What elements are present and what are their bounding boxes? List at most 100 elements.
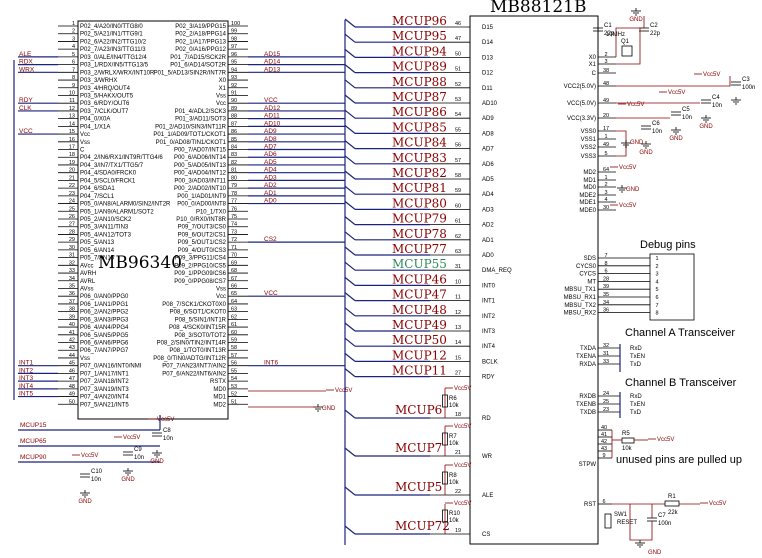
rst-label: RST <box>584 502 596 508</box>
debug-pinnum-6: 6 <box>604 269 607 275</box>
mcu-right-pinnum-66: 66 <box>231 283 237 289</box>
ctrl-left-pinnum-11: 11 <box>455 295 461 301</box>
ctrl-left-pinnum-31: 31 <box>455 264 461 270</box>
ctrl-left-pinname-63: AD0 <box>482 253 494 259</box>
ctrl-left-entry-15 <box>344 352 356 362</box>
mcu-left-pinname-18: P04_2/IN6/RX1/INT9R/TTG4/6 <box>80 155 163 161</box>
mcu-right-pinname-95: P01_6/AD14/SOT2R <box>170 63 226 69</box>
ctrl-right-pinname-15: MDE0 <box>579 208 596 214</box>
ctrl-left-pinnum-60: 60 <box>455 203 461 209</box>
c9-ref: C9 <box>134 447 142 453</box>
mcu-left-pinname-19: P04_3/IN7/TX1/TTG5/7 <box>80 163 144 169</box>
mcu-right-pinname-62: P08_5/SIN1/INT1R <box>175 317 227 323</box>
mcu-side-net-2: MCUP90 <box>20 454 47 461</box>
ctrl-left-pinname-53: AD10 <box>482 101 498 107</box>
mcu-left-pinnum-47: 47 <box>69 376 75 382</box>
ctrl-left-entry-11 <box>344 292 356 302</box>
mcu-right-pinname-68: P09_1/PPG09/CS6 <box>174 271 226 277</box>
ctrl-left-net-60: MCUP80 <box>392 196 447 210</box>
mcu-left-pinname-24: P05_0/AN8/ALARM0/SIN2/INT2R <box>80 202 171 208</box>
ctrl-right-pinname-13: MDE2 <box>579 193 596 199</box>
ctrl-left-pinname-54: AD9 <box>482 116 494 122</box>
ctrl-left-pinname-50: D13 <box>482 55 494 61</box>
mcu-left-pinname-5: P03_0/ALE/IN4/TTG12/4 <box>80 55 147 61</box>
debug-pinname-6: CYCS <box>579 272 596 278</box>
mcu-right-pinnum-91: 91 <box>231 90 237 96</box>
r1-ref: R1 <box>668 494 676 500</box>
mcu-left-pinname-29: P05_5/AN13 <box>80 240 115 246</box>
mcu-left-pinnum-5: 5 <box>72 52 75 58</box>
ctrl-left-entry-57 <box>344 155 356 165</box>
ctrl-left-net-56: MCUP84 <box>392 136 447 150</box>
md2-vcc-label: Vcc5V <box>619 165 636 171</box>
mcu-right-pinname-53: MD0 <box>213 387 226 393</box>
ctrl-left-pinname-13: INT3 <box>482 329 496 335</box>
ctrl-left-entry-50 <box>344 48 356 58</box>
ctrl-low-pinnum-21: 21 <box>455 450 461 456</box>
c9-val: 10n <box>134 455 144 461</box>
mcu-right-pinnum-74: 74 <box>231 222 237 228</box>
mcu-right-pinname-66: Vss <box>216 286 226 292</box>
chan-a-pinname-31: TXENA <box>576 354 596 360</box>
ctrl-right-pinname-1: X1 <box>589 62 597 68</box>
mcu-left-pinname-12: P03_7/CLK/OUT7 <box>80 109 129 115</box>
mcu-left-pinnum-44: 44 <box>69 353 75 359</box>
mcu-left-pinname-7: P03_2/WRLX/WRX/INT10R <box>80 70 155 76</box>
mcu-right-net-56: INT6 <box>264 360 278 367</box>
mcu-right-pinnum-72: 72 <box>231 237 237 243</box>
mcu-left-pinnum-42: 42 <box>69 338 75 344</box>
r10-val: 10k <box>449 518 460 524</box>
debug-hdrnum-7: 7 <box>655 303 658 309</box>
debug-pinnum-35: 35 <box>603 292 609 298</box>
r7-ref: R7 <box>449 434 457 440</box>
ctrl-left-entry-56 <box>344 140 356 150</box>
ctrl-left-pinname-55: AD8 <box>482 131 494 137</box>
chan-b-pinnum-24: 24 <box>603 391 609 397</box>
chan-b-pinnum-23: 23 <box>603 407 609 413</box>
mcu-left-pinnum-43: 43 <box>69 345 75 351</box>
mcu-right-pinnum-75: 75 <box>231 214 237 220</box>
ctrl-right-pinnum-2: 38 <box>603 68 609 74</box>
ctrl-right-pinname-3: VCC2(5.0V) <box>564 84 596 90</box>
mcu-right-pinnum-55: 55 <box>231 368 237 374</box>
vss-wire <box>616 130 627 157</box>
ctrl-left-net-63: MCUP77 <box>392 242 447 256</box>
mcu-right-pinnum-88: 88 <box>231 114 237 120</box>
mcu-left-pinname-25: P05_1/AN9/ALARM1/SOT2 <box>80 209 154 215</box>
ctrl-left-pinnum-58: 58 <box>455 173 461 179</box>
mcu-left-pinname-1: P02_4/A20/IN0/TTG8/0 <box>80 24 143 30</box>
ctrl-left-net-14: MCUP50 <box>392 333 447 347</box>
mcu-left-pinname-33: AVRH <box>80 271 96 277</box>
q1-ref: Q1 <box>621 39 630 45</box>
c10-ref: C10 <box>91 469 103 475</box>
mcu-name: MB96340 <box>98 253 182 273</box>
mcu-right-net-83: AD6 <box>264 151 277 158</box>
ctrl-left-pinname-10: INT0 <box>482 283 496 289</box>
mcu-left-pinnum-27: 27 <box>69 222 75 228</box>
mcu-right-pinnum-63: 63 <box>231 307 237 313</box>
ctrl-right-pinnum-1: 3 <box>604 59 607 65</box>
mcu-left-pinname-21: P04_5/SCL0/FRCK1 <box>80 178 136 184</box>
mcu-left-pinnum-4: 4 <box>72 44 75 50</box>
debug-pinname-39: MBSU_TX1 <box>564 287 596 293</box>
mcu-right-pinnum-70: 70 <box>231 253 237 259</box>
mcu-right-net-86: AD9 <box>264 128 277 135</box>
mcu-left-pinname-22: P04_6/SDA1 <box>80 186 115 192</box>
debug-pinnum-28: 28 <box>603 276 609 282</box>
mcu-right-pinnum-87: 87 <box>231 121 237 127</box>
ctrl-left-net-27: MCUP11 <box>392 364 447 378</box>
mcu-right-net-80: AD3 <box>264 174 277 181</box>
ctrl-left-pinnum-50: 50 <box>455 51 461 57</box>
mcu-left-net-46: INT2 <box>19 367 33 374</box>
debug-pinname-36: MBSU_RX2 <box>564 311 597 317</box>
ctrl-right-pinname-5: VCC(3.3V) <box>567 116 596 122</box>
c3-vcc-label: Vcc5V <box>703 72 720 78</box>
mcu-left-pinnum-25: 25 <box>69 206 75 212</box>
chan-a-sig-31: TxEN <box>630 354 645 360</box>
ctrl-left-entry-54 <box>344 109 356 119</box>
mcu-left-pinname-43: P06_7/AN7/PPG7 <box>80 348 129 354</box>
mcu-left-pinnum-3: 3 <box>72 36 75 42</box>
ctrl-left-net-55: MCUP85 <box>392 120 447 134</box>
mcu-right-pinname-57: P08_0/TIN0/ADTG/INT12R <box>153 356 226 362</box>
mcu-right-pinnum-59: 59 <box>231 338 237 344</box>
